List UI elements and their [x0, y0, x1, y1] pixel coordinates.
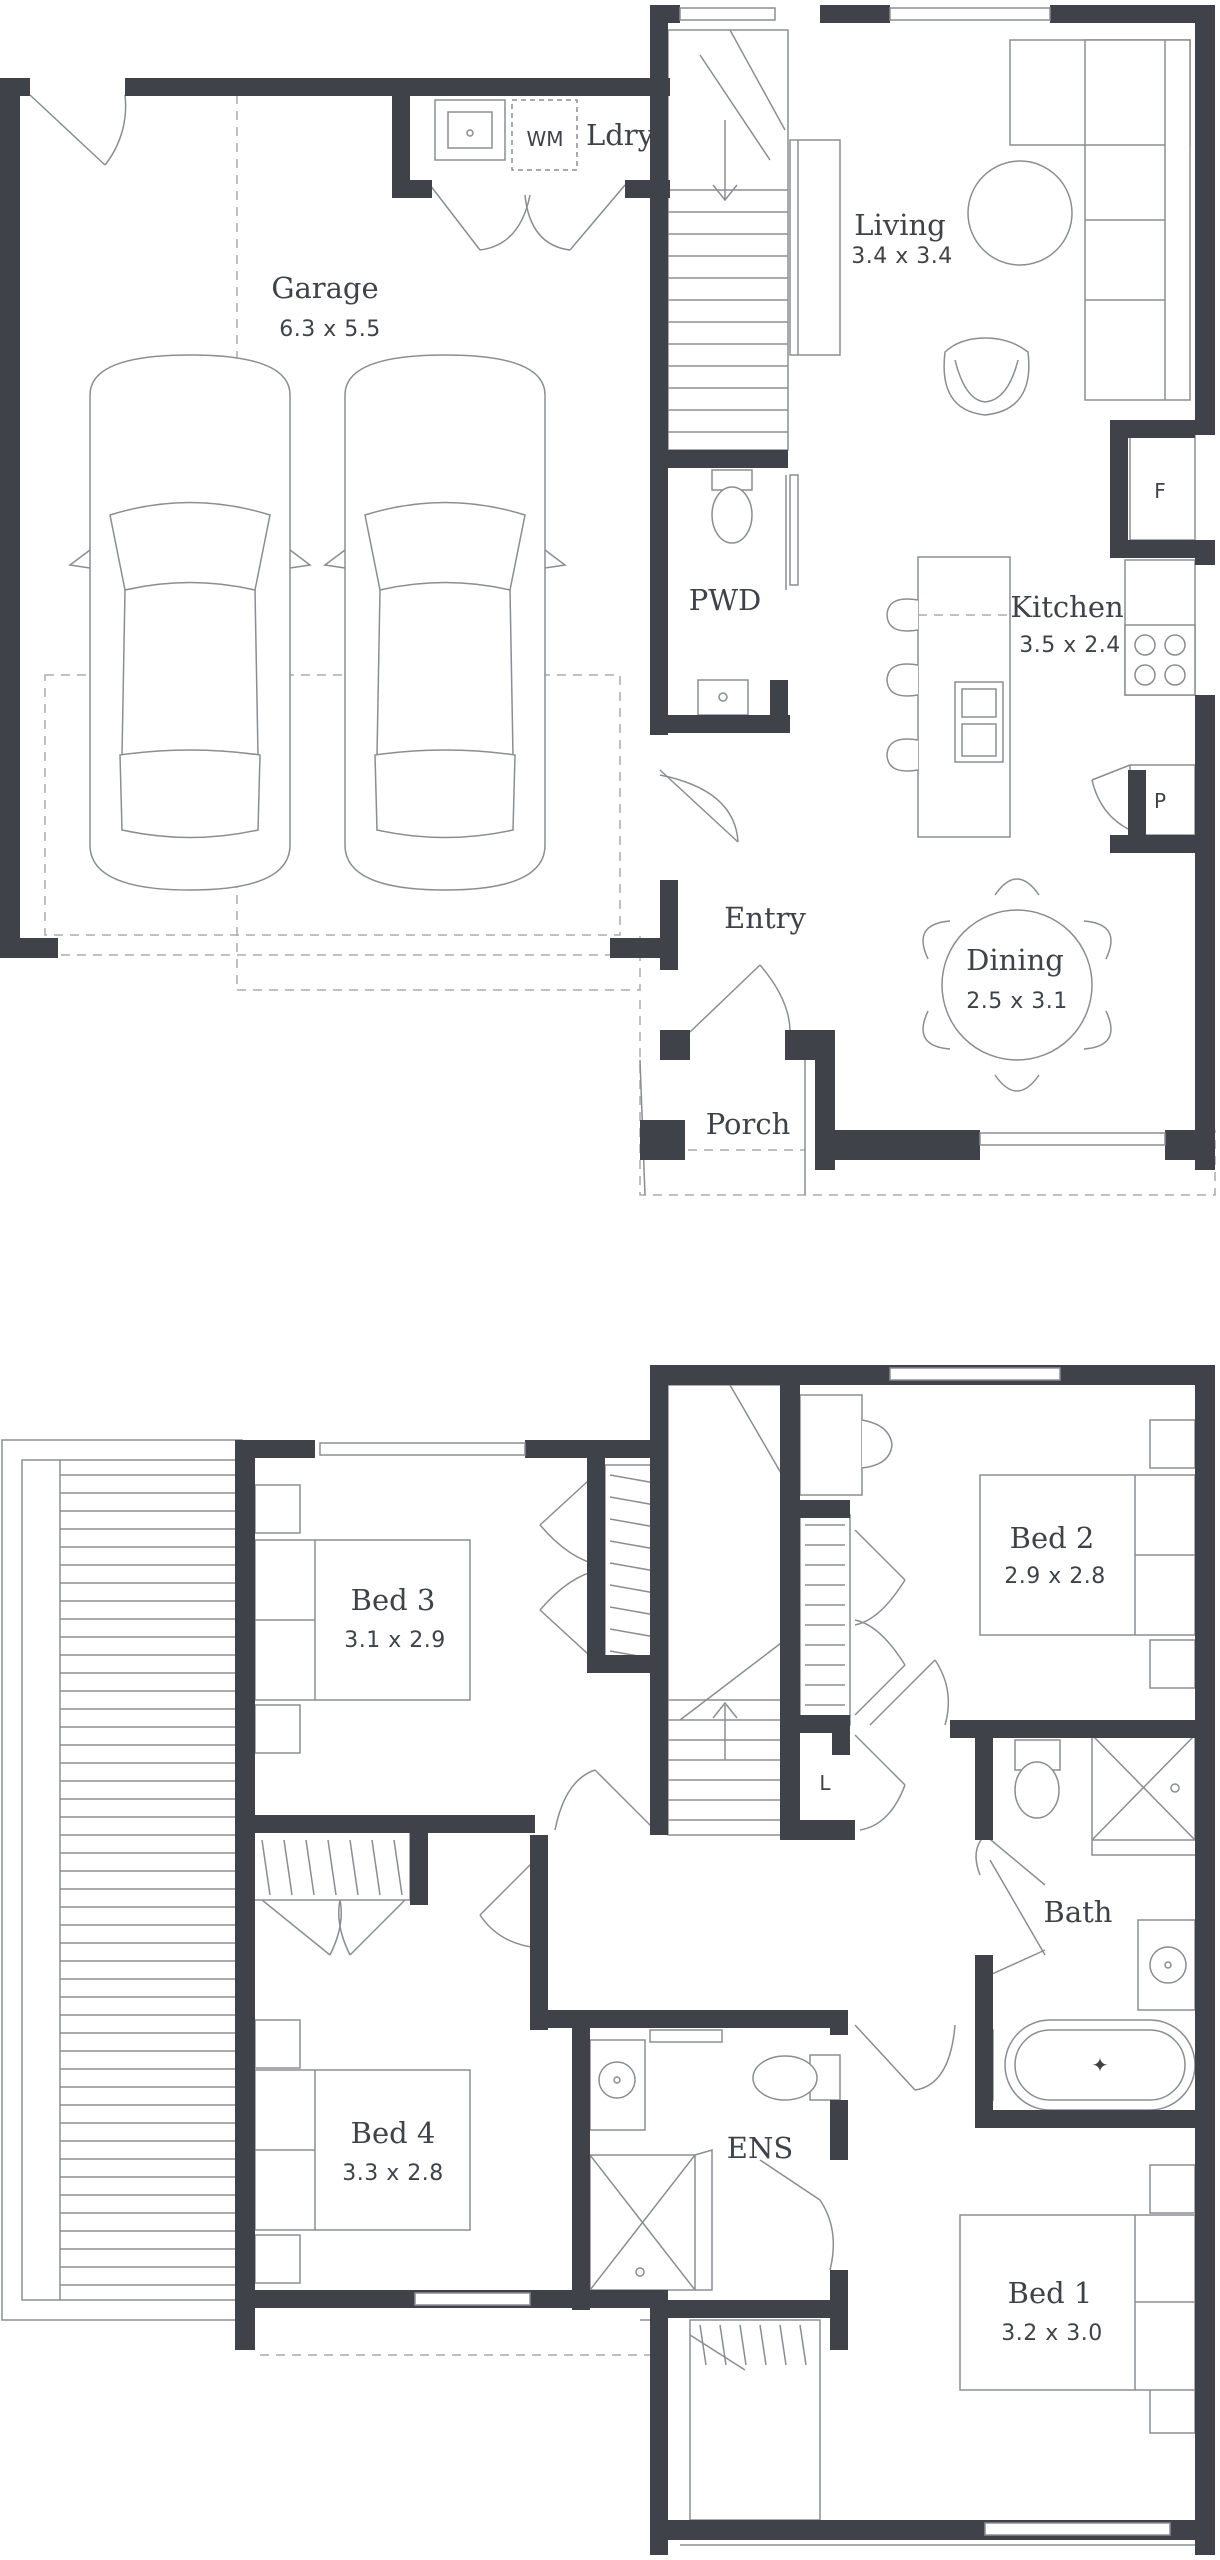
washer-label: WM [526, 127, 563, 151]
powder-label: PWD [689, 583, 762, 617]
laundry-fixtures: WM [429, 99, 626, 251]
robe-hanger [327, 1839, 337, 1896]
bed-3-size: 3.1 x 2.9 [344, 1628, 445, 1653]
robe-hanger [609, 1584, 656, 1594]
bath-label: Bath [1044, 1895, 1113, 1929]
fridge-box [1129, 434, 1196, 541]
robe-hanger [609, 1474, 656, 1484]
robe-hanger [759, 2324, 767, 2366]
bed-2-size: 2.9 x 2.8 [1004, 1564, 1105, 1589]
fridge-label: F [1154, 479, 1166, 503]
ensuite-fixtures [589, 2039, 841, 2291]
powder-fixtures [697, 469, 799, 716]
robe-hanger [609, 1606, 656, 1616]
robe-hanger [609, 1628, 656, 1638]
coffee-table [967, 160, 1073, 266]
kitchen-sink [954, 681, 1004, 763]
dining-label: Dining [966, 943, 1064, 977]
robe-hanger [609, 1518, 656, 1528]
entry-doors [659, 769, 791, 1033]
robe-hanger [699, 2324, 707, 2366]
robe-hanger [393, 1839, 403, 1896]
robe-hanger [349, 1839, 359, 1896]
laundry-label: Ldry [586, 118, 655, 152]
first-floor-stairs [667, 1384, 851, 1836]
bed-4-size: 3.3 x 2.8 [342, 2161, 443, 2186]
first-floor: ✦ [1, 1365, 1215, 2555]
bed-1-size: 3.2 x 3.0 [1001, 2321, 1102, 2346]
bed-3-label: Bed 3 [351, 1583, 436, 1617]
robe-hanger [719, 2324, 727, 2366]
ensuite-vanity [589, 2039, 646, 2131]
porch-label: Porch [706, 1107, 791, 1141]
first-floor-windows [319, 1367, 1171, 2536]
garage-side-door [29, 94, 127, 166]
car-left [68, 354, 312, 891]
bed-4-furniture [251, 1829, 471, 2284]
linen-cupboard [854, 1529, 906, 1831]
bed-2-label: Bed 2 [1010, 1521, 1095, 1555]
ground-stairs [667, 29, 841, 451]
bath-toilet [1014, 1761, 1060, 1819]
robe-hanger [609, 1540, 656, 1550]
dining-chair [922, 920, 951, 960]
powder-basin [697, 679, 749, 716]
living-size: 3.4 x 3.4 [851, 244, 952, 269]
bathtub-plug-icon: ✦ [1092, 2053, 1109, 2077]
roof-area [1, 1439, 1210, 2546]
bed-2-desk [799, 1394, 863, 1496]
dining-chair [1083, 1010, 1112, 1050]
dining-chair [994, 1074, 1040, 1092]
robe-hanger [779, 2324, 787, 2366]
robe-hanger [799, 2324, 807, 2366]
dining-set [922, 878, 1112, 1092]
garage-dashed-outline [44, 674, 621, 936]
washer-box [511, 99, 578, 171]
pantry-label: P [1154, 789, 1166, 813]
armchair [943, 337, 1030, 416]
living-label: Living [854, 208, 945, 242]
robe-hanger [305, 1839, 315, 1896]
dining-chair [922, 1010, 951, 1050]
ground-floor-walls [0, 5, 1215, 1170]
dining-size: 2.5 x 3.1 [966, 989, 1067, 1014]
ensuite-label: ENS [727, 2131, 793, 2165]
cooktop [1124, 624, 1196, 696]
garage-size: 6.3 x 5.5 [279, 317, 380, 342]
robe-hanger [739, 2324, 747, 2366]
dining-table [941, 909, 1093, 1061]
linen-label: L [819, 1771, 831, 1795]
robe-hanger [261, 1839, 271, 1896]
bed-1-furniture [689, 2164, 1196, 2521]
entry-label: Entry [724, 901, 806, 935]
ground-floor-windows [679, 7, 1166, 1146]
bed-4-label: Bed 4 [351, 2116, 436, 2150]
dining-chair [1083, 920, 1112, 960]
robe-hanger [609, 1496, 656, 1506]
bath-fixtures: ✦ [975, 1734, 1196, 2111]
robe-hanger [283, 1839, 293, 1896]
toilet-bowl [711, 486, 753, 544]
robe-hanger [371, 1839, 381, 1896]
living-furniture [943, 39, 1191, 416]
bed-1-label: Bed 1 [1008, 2276, 1093, 2310]
bed-2-furniture [799, 1394, 1196, 1726]
first-floor-walls [235, 1365, 1215, 2555]
garage-door-line [237, 935, 641, 991]
ground-floor: WM [0, 5, 1216, 1196]
ensuite-toilet [752, 2055, 818, 2101]
robe-hanger [609, 1562, 656, 1572]
bed-2-chair [861, 1419, 893, 1469]
hallway-doors [479, 1769, 956, 2271]
dining-chair [994, 878, 1040, 896]
car-right [323, 354, 567, 891]
kitchen-size: 3.5 x 2.4 [1019, 633, 1120, 658]
garage-label: Garage [271, 271, 378, 305]
kitchen-label: Kitchen [1010, 590, 1123, 624]
